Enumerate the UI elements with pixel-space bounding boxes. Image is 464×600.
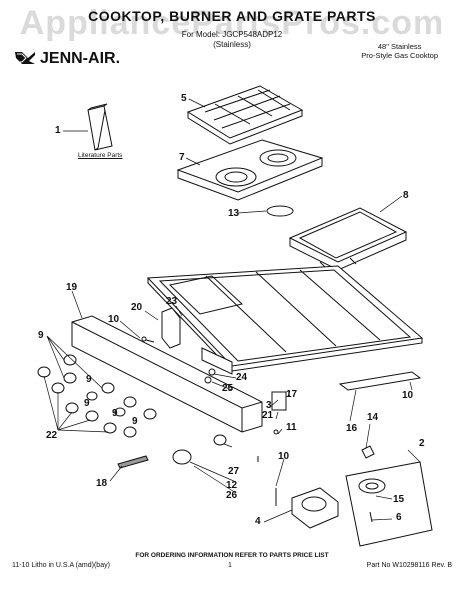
callout-26: 26	[226, 490, 238, 501]
part-cooktop-frame	[146, 265, 424, 372]
callout-22: 22	[46, 430, 58, 441]
callout-21: 21	[262, 410, 274, 421]
callout-3: 3	[266, 400, 272, 411]
model-info: For Model: JGCP548ADP12 (Stainless)	[0, 30, 464, 50]
part-hardware	[141, 336, 411, 462]
part-literature-booklet	[87, 103, 113, 151]
callout-6: 6	[396, 512, 402, 523]
description-line-1: 48" Stainless	[377, 42, 422, 51]
callout-24: 24	[236, 372, 248, 383]
callout-16: 16	[346, 423, 358, 434]
part-number: Part No W10298116 Rev. B	[366, 562, 452, 569]
page-number: 1	[228, 562, 232, 569]
callout-14: 14	[367, 412, 379, 423]
model-finish: (Stainless)	[213, 40, 251, 49]
callout-9e: 9	[132, 416, 138, 427]
brand-name: JENN-AIR.	[40, 50, 121, 67]
callout-18: 18	[96, 478, 108, 489]
page-title: COOKTOP, BURNER AND GRATE PARTS	[88, 8, 376, 24]
callout-23: 23	[166, 296, 178, 307]
callout-27: 27	[228, 466, 240, 477]
description-line-2: Pro-Style Gas Cooktop	[361, 51, 438, 60]
callout-13: 13	[228, 208, 240, 219]
callout-2: 2	[419, 438, 425, 449]
callout-10a: 10	[108, 314, 120, 325]
callout-19: 19	[66, 282, 78, 293]
callout-10b: 10	[402, 390, 414, 401]
callout-25: 25	[222, 383, 234, 394]
model-line: For Model: JGCP548ADP12	[181, 30, 283, 39]
part-valve-assembly	[275, 487, 339, 529]
part-igniter-box	[345, 461, 433, 547]
part-clip	[361, 445, 375, 459]
callout-10c: 10	[278, 451, 290, 462]
callout-11: 11	[286, 422, 297, 433]
ordering-note: FOR ORDERING INFORMATION REFER TO PARTS …	[135, 552, 329, 559]
litho-info: 11-10 Litho in U.S.A (amd)(bay)	[12, 562, 110, 569]
part-grate	[186, 85, 304, 145]
callout-17: 17	[286, 389, 298, 400]
callout-12: 12	[226, 480, 238, 491]
callout-8: 8	[403, 190, 409, 201]
part-rail-strip	[338, 371, 422, 391]
part-handle	[117, 455, 149, 469]
part-bracket	[161, 307, 233, 375]
callout-9a: 9	[38, 330, 44, 341]
leader-lines	[43, 98, 421, 523]
callout-4: 4	[255, 516, 261, 527]
callout-9c: 9	[84, 398, 90, 409]
callout-5: 5	[181, 93, 187, 104]
part-disc	[266, 205, 294, 217]
watermark: AppliancePartsPros.com	[19, 4, 445, 42]
literature-parts-label: Literature Parts	[78, 152, 123, 159]
part-burner-tray	[176, 139, 324, 201]
part-griddle-plate	[288, 207, 408, 271]
callout-15: 15	[393, 494, 405, 505]
callout-7: 7	[179, 152, 185, 163]
part-control-panel	[71, 315, 263, 433]
callout-9d: 9	[112, 408, 118, 419]
callout-1: 1	[55, 125, 61, 136]
part-knobs	[37, 354, 227, 465]
callout-9b: 9	[86, 374, 92, 385]
product-description: 48" Stainless Pro-Style Gas Cooktop	[361, 42, 438, 60]
brand-logo-icon	[15, 52, 35, 64]
callout-20: 20	[131, 302, 143, 313]
